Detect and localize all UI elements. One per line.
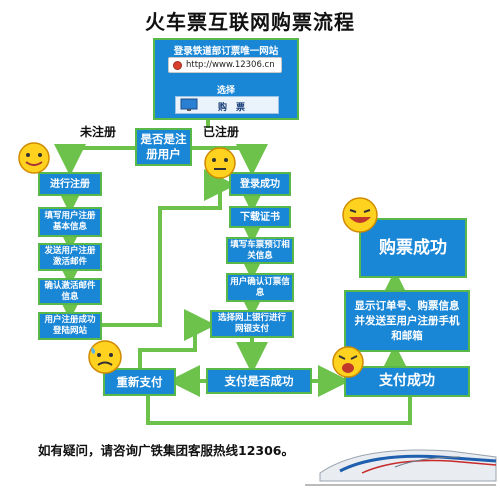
step-retry-payment: 重新支付 xyxy=(103,368,176,396)
step-notify-order: 显示订单号、购票信息并发送至用户注册手机和邮箱 xyxy=(344,290,470,352)
url-text: http://www.12306.cn xyxy=(186,60,275,70)
step-fill-user-info: 填写用户注册基本信息 xyxy=(38,207,102,237)
step-download-cert: 下载证书 xyxy=(229,206,291,228)
label-unregistered: 未注册 xyxy=(80,125,117,139)
step-ticket-success: 购票成功 xyxy=(359,218,467,278)
smiley-icon-mid xyxy=(204,147,236,179)
step-fill-ticket-info: 填写车票预订相关信息 xyxy=(226,237,294,264)
decision-registered: 是否是注册用户 xyxy=(135,128,192,166)
browser-icon xyxy=(173,60,182,70)
decision-pay-success: 支付是否成功 xyxy=(206,368,312,394)
smiley-icon-left xyxy=(18,142,50,174)
step-send-activation: 发送用户注册激活邮件 xyxy=(38,243,102,271)
hotline-note: 如有疑问，请咨询广铁集团客服热线12306。 xyxy=(38,443,294,458)
shouting-face-icon xyxy=(332,346,364,378)
step-online-banking: 选择网上银行进行网银支付 xyxy=(210,310,294,338)
step-register-success: 用户注册成功登陆网站 xyxy=(38,312,102,340)
step-confirm-activation: 确认激活邮件信息 xyxy=(38,278,102,305)
step-register: 进行注册 xyxy=(38,172,102,196)
sweat-face-icon xyxy=(88,340,122,374)
train-image xyxy=(305,449,497,486)
login-site-label: 登录铁道部订票唯一网站 xyxy=(173,46,279,57)
select-label: 选择 xyxy=(216,86,235,96)
url-bar[interactable]: http://www.12306.cn xyxy=(168,57,282,73)
buy-ticket-label: 购 票 xyxy=(218,103,246,113)
label-registered: 已注册 xyxy=(203,125,240,139)
login-site-box: 登录铁道部订票唯一网站 选择 购 票 xyxy=(153,38,299,120)
step-payment-success: 支付成功 xyxy=(344,366,470,397)
buy-ticket-strip: 购 票 xyxy=(175,96,279,114)
step-login-success: 登录成功 xyxy=(229,172,291,196)
step-confirm-order: 用户确认订票信息 xyxy=(226,273,294,302)
laughing-icon-right xyxy=(342,197,378,233)
monitor-icon xyxy=(180,98,198,111)
page-title: 火车票互联网购票流程 xyxy=(145,10,355,34)
